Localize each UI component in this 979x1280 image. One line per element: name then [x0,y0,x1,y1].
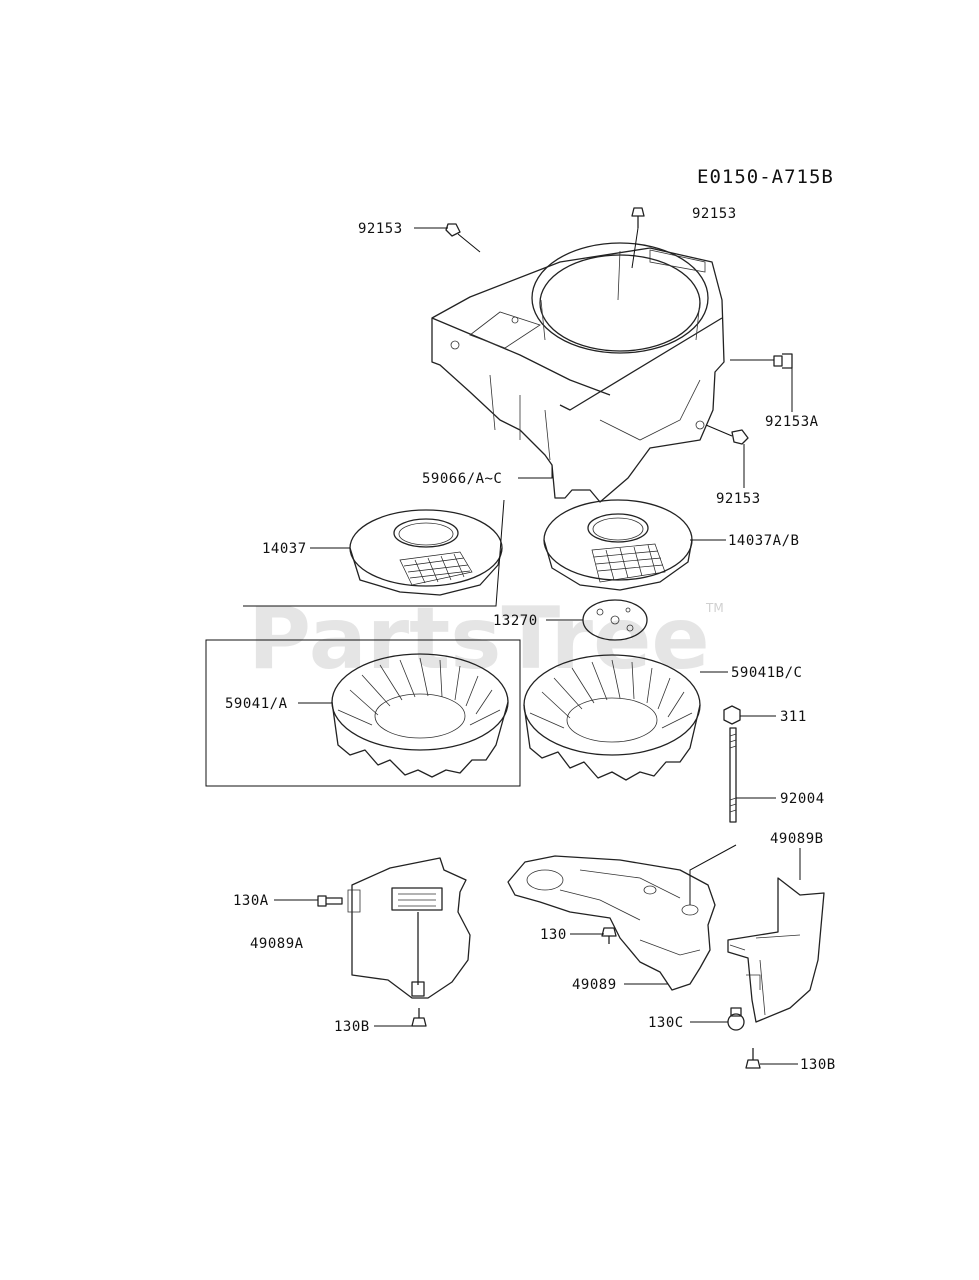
blower-housing-part[interactable] [431,242,725,503]
screw-icon[interactable] [411,1008,427,1027]
callout-130B-left[interactable]: 130B [334,1019,370,1035]
callout-130A[interactable]: 130A [233,893,269,909]
callout-130[interactable]: 130 [540,927,567,943]
callout-13270[interactable]: 13270 [493,613,538,629]
callout-92153-top[interactable]: 92153 [692,206,737,222]
screw-icon[interactable] [601,927,617,944]
screw-icon[interactable] [631,207,645,228]
screw-icon[interactable] [745,1048,761,1069]
callout-14037[interactable]: 14037 [262,541,307,557]
leader-lines [243,227,801,1065]
nut-icon[interactable] [723,705,741,725]
callout-14037AB[interactable]: 14037A/B [728,533,799,549]
diagram-code: E0150-A715B [697,166,834,188]
fan-plate-part[interactable] [582,599,648,641]
callout-59041BC[interactable]: 59041B/C [731,665,802,681]
callout-130C[interactable]: 130C [648,1015,684,1031]
callout-49089[interactable]: 49089 [572,977,617,993]
callout-59041A[interactable]: 59041/A [225,696,288,712]
callout-49089B[interactable]: 49089B [770,831,824,847]
fan-screen-part[interactable] [349,509,503,596]
callout-labels: 92153 92153 92153A 92153 59066/A~C 14037… [225,206,836,1073]
callout-92004[interactable]: 92004 [780,791,825,807]
callout-92153A[interactable]: 92153A [765,414,819,430]
callout-130B-right[interactable]: 130B [800,1057,836,1073]
watermark-trademark: TM [705,601,724,615]
cooling-fan-part[interactable] [331,653,509,778]
screw-icon[interactable] [731,429,749,445]
screw-icon[interactable] [773,353,793,369]
fan-screen-part[interactable] [543,499,693,591]
callout-92153-left[interactable]: 92153 [358,221,403,237]
callout-59066[interactable]: 59066/A~C [422,471,502,487]
screw-icon[interactable] [445,223,461,237]
air-baffle-part[interactable] [347,857,471,999]
variant-box [205,639,521,787]
base-plate-part[interactable] [507,855,716,991]
stud-bolt-part[interactable] [729,727,737,823]
callout-49089A[interactable]: 49089A [250,936,304,952]
screw-icon[interactable] [317,895,343,907]
callout-311[interactable]: 311 [780,709,807,725]
cooling-fan-part[interactable] [523,654,701,781]
air-baffle-part[interactable] [727,877,825,1023]
callout-92153-right[interactable]: 92153 [716,491,761,507]
fitting-icon[interactable] [727,1007,745,1031]
watermark-text: PartsTree [248,589,710,689]
